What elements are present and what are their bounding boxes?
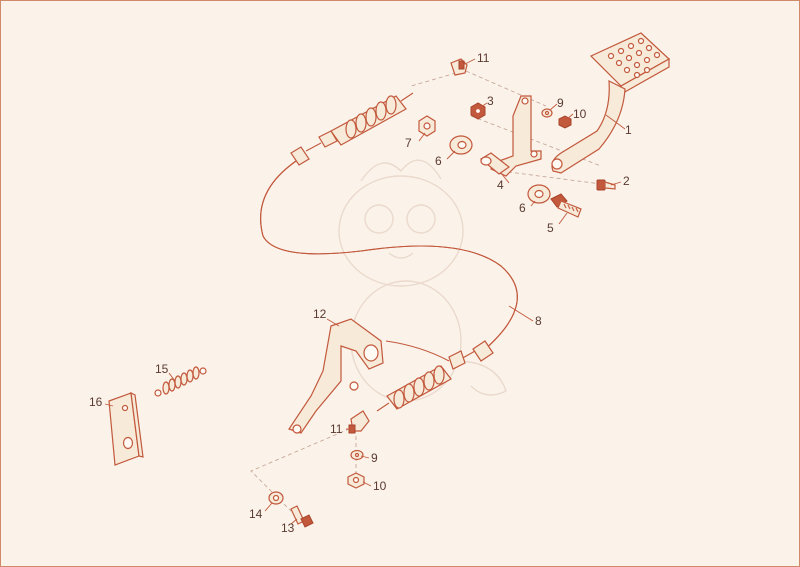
callout-6-lower: 6 xyxy=(519,201,526,215)
part-plate-16 xyxy=(108,391,144,466)
callout-6-upper: 6 xyxy=(435,154,442,168)
part-nut-3 xyxy=(470,102,486,120)
callout-11-upper: 11 xyxy=(477,51,490,65)
callout-13: 13 xyxy=(281,521,295,535)
assembly-guide-lines xyxy=(250,70,602,512)
callout-7: 7 xyxy=(405,136,412,150)
part-washer-9a xyxy=(541,108,553,118)
part-bolt-small xyxy=(596,179,616,191)
part-nut-7 xyxy=(418,115,436,137)
callout-9-upper: 9 xyxy=(557,96,564,110)
watermark-mascot xyxy=(324,159,507,402)
part-washer-14 xyxy=(268,491,284,505)
callout-3: 3 xyxy=(487,94,494,108)
part-nut-10a xyxy=(558,115,572,129)
part-bracket-12 xyxy=(288,318,450,434)
part-cable-8 xyxy=(260,92,518,412)
callout-10-lower: 10 xyxy=(373,479,387,493)
part-bolt-13 xyxy=(290,505,314,528)
part-clevis-11a xyxy=(450,58,468,76)
callout-12: 12 xyxy=(313,307,327,321)
callout-labels: 11 3 9 10 1 7 6 4 2 6 5 8 12 15 16 11 9 … xyxy=(89,51,632,535)
part-clevis-11b xyxy=(348,410,370,434)
callout-2: 2 xyxy=(623,174,630,188)
part-washer-9b xyxy=(350,449,364,461)
callout-leaders xyxy=(104,58,626,525)
callout-4: 4 xyxy=(497,178,504,192)
callout-9-lower: 9 xyxy=(371,451,378,465)
part-brake-pedal xyxy=(551,32,671,174)
part-bolt-5 xyxy=(550,193,582,218)
part-nut-10b xyxy=(347,472,365,489)
part-spring-15 xyxy=(154,366,207,397)
part-bracket-4 xyxy=(479,95,542,177)
callout-14: 14 xyxy=(249,507,263,521)
callout-10-upper: 10 xyxy=(573,107,587,121)
part-washer-6b xyxy=(527,184,551,204)
callout-15: 15 xyxy=(155,362,169,376)
callout-8: 8 xyxy=(535,314,542,328)
callout-11-lower: 11 xyxy=(330,422,343,436)
callout-5: 5 xyxy=(547,221,554,235)
callout-16: 16 xyxy=(89,395,103,409)
callout-1: 1 xyxy=(625,123,632,137)
part-washer-6a xyxy=(449,135,473,155)
